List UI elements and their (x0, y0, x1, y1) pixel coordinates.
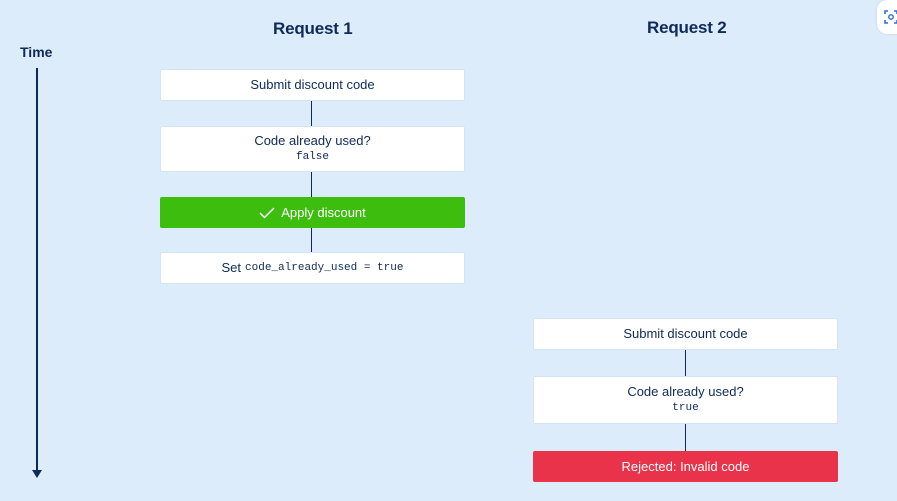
visual-search-button[interactable] (877, 0, 897, 34)
time-axis-arrow-icon (32, 470, 42, 478)
request-2-title: Request 2 (647, 18, 727, 37)
r1-apply-label: Apply discount (281, 204, 366, 220)
r1-check-value: false (295, 151, 329, 163)
r2-submit-label: Submit discount code (623, 326, 748, 341)
r1-set-prefix: Set (221, 260, 242, 275)
r1-check-step: Code already used? false (160, 126, 465, 172)
r1-apply-step: Apply discount (160, 197, 465, 228)
r1-connector-3 (311, 228, 312, 252)
r2-submit-step: Submit discount code (533, 318, 838, 350)
r1-set-code: code_already_used = true (245, 262, 404, 274)
check-icon (259, 206, 275, 219)
r2-check-label: Code already used? (627, 384, 744, 399)
request-1-title: Request 1 (273, 19, 353, 38)
r2-connector-1 (685, 350, 686, 376)
r2-rejected-label: Rejected: Invalid code (621, 458, 750, 474)
r2-connector-2 (685, 424, 686, 451)
r1-submit-step: Submit discount code (160, 69, 465, 101)
time-axis-label: Time (20, 44, 53, 60)
r1-set-step: Set code_already_used = true (160, 252, 465, 284)
time-axis-line (36, 68, 38, 470)
r1-connector-2 (311, 172, 312, 197)
r2-rejected-step: Rejected: Invalid code (533, 451, 838, 482)
r2-check-step: Code already used? true (533, 376, 838, 424)
r1-connector-1 (311, 101, 312, 126)
r2-check-value: true (672, 402, 699, 414)
r1-submit-label: Submit discount code (250, 77, 375, 92)
r1-check-label: Code already used? (254, 133, 371, 148)
visual-search-icon (884, 10, 897, 24)
